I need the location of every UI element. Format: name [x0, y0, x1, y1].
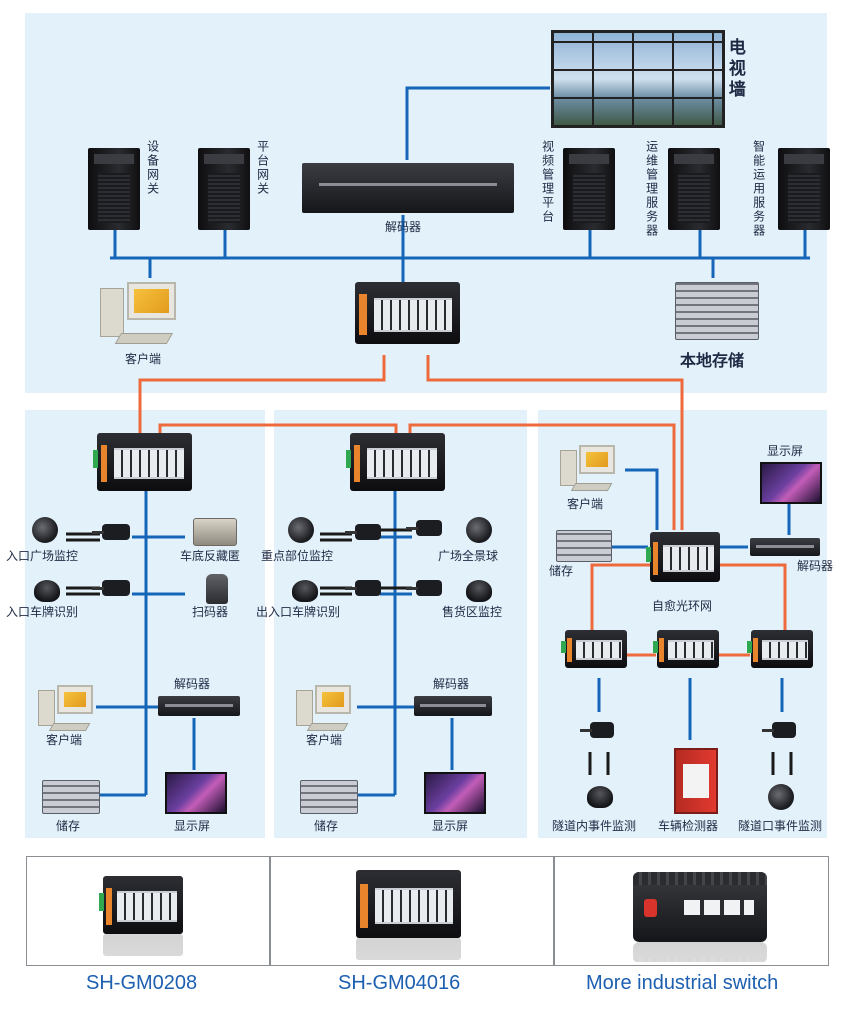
right-client-label: 客户端 [567, 497, 604, 511]
tunnel-entrance-label: 隧道口事件监测 [738, 819, 823, 833]
entrance-plate-label: 入口车牌识别 [6, 605, 79, 619]
left-storage [42, 780, 100, 814]
product-strip [26, 856, 829, 966]
local-storage-label: 本地存储 [680, 351, 745, 370]
tunnel-inside-label: 隧道内事件监测 [552, 819, 637, 833]
converter-right-1 [580, 722, 614, 738]
converter-left-2 [92, 580, 130, 596]
scanner-device [206, 574, 228, 604]
right-decoder-label: 解码器 [797, 559, 834, 573]
switch-gm0208-left [93, 433, 192, 491]
ops-server-label: 运维管理服务器 [644, 140, 659, 238]
key-monitor-label: 重点部位监控 [261, 549, 334, 563]
mid-display-label: 显示屏 [432, 819, 469, 833]
right-display-label: 显示屏 [767, 444, 804, 458]
product-gm0208-reflection [103, 934, 183, 956]
product-industrial-switch-reflection [633, 942, 767, 962]
tv-wall-label: 电视墙 [724, 38, 745, 101]
local-storage-array [675, 282, 759, 340]
smart-server [778, 148, 830, 230]
mid-client-label: 客户端 [306, 733, 343, 747]
mid-decoder [414, 696, 492, 716]
plaza-dome-camera [466, 517, 492, 543]
ring-switch-center [653, 630, 719, 668]
right-storage [556, 530, 612, 562]
product-divider-1 [269, 856, 271, 966]
tv-wall-image [551, 30, 725, 128]
product-gm04016-reflection [356, 938, 461, 960]
converter-mid-3 [345, 580, 381, 596]
left-storage-label: 储存 [56, 819, 81, 833]
core-switch [355, 282, 460, 344]
plate-camera [34, 580, 60, 602]
converter-mid-1 [345, 524, 381, 540]
platform-gateway-server [198, 148, 250, 230]
platform-gateway-label: 平台网关 [255, 140, 270, 196]
switch-gm0208-middle [346, 433, 445, 491]
left-client-label: 客户端 [46, 733, 83, 747]
tunnel-entrance-camera [768, 784, 794, 810]
right-decoder [750, 538, 820, 556]
mid-storage [300, 780, 358, 814]
converter-mid-4 [406, 580, 442, 596]
client-pc-top [100, 282, 190, 344]
scanner-label: 扫码器 [192, 605, 229, 619]
decoder-rack [302, 163, 514, 213]
inout-plate-camera [292, 580, 318, 602]
device-gateway-server [88, 148, 140, 230]
left-display [165, 772, 227, 814]
device-gateway-label: 设备网关 [145, 140, 160, 196]
key-area-camera [288, 517, 314, 543]
video-platform-server [563, 148, 615, 230]
product-gm0208-image [99, 876, 183, 934]
left-decoder [158, 696, 240, 716]
plaza-dome-label: 广场全景球 [438, 549, 499, 563]
right-storage-label: 储存 [549, 564, 574, 578]
ring-core-switch [646, 532, 720, 582]
ops-server [668, 148, 720, 230]
ring-switch-right [747, 630, 813, 668]
entrance-camera [32, 517, 58, 543]
converter-right-2 [762, 722, 796, 738]
under-vehicle-device [193, 518, 237, 546]
product-divider-2 [553, 856, 555, 966]
left-decoder-label: 解码器 [174, 677, 211, 691]
tunnel-inside-camera [587, 786, 613, 808]
inout-plate-label: 出入口车牌识别 [256, 605, 341, 619]
vehicle-detector-label: 车辆检测器 [658, 819, 719, 833]
product-model-more: More industrial switch [586, 972, 779, 994]
product-model-gm04016: SH-GM04016 [338, 972, 461, 994]
ring-switch-left [561, 630, 627, 668]
smart-server-label: 智能运用服务器 [751, 140, 766, 238]
decoder-label: 解码器 [385, 220, 422, 234]
sales-monitor-label: 售货区监控 [442, 605, 503, 619]
right-display [760, 462, 822, 504]
product-industrial-switch-image [633, 872, 767, 942]
ring-network-label: 自愈光环网 [652, 599, 713, 613]
client-label-top: 客户端 [125, 352, 162, 366]
left-display-label: 显示屏 [174, 819, 211, 833]
mid-decoder-label: 解码器 [433, 677, 470, 691]
mid-client-pc [296, 685, 360, 731]
converter-mid-2 [406, 520, 442, 536]
converter-left-1 [92, 524, 130, 540]
under-vehicle-label: 车底反藏匿 [180, 549, 241, 563]
mid-display [424, 772, 486, 814]
entrance-monitor-label: 入口广场监控 [6, 549, 79, 563]
mid-storage-label: 储存 [314, 819, 339, 833]
vehicle-detector [674, 748, 718, 814]
product-model-gm0208: SH-GM0208 [86, 972, 198, 994]
product-gm04016-image [356, 870, 461, 938]
sales-area-camera [466, 580, 492, 602]
video-platform-label: 视频管理平台 [540, 140, 555, 224]
right-client-pc [560, 445, 624, 491]
left-client-pc [38, 685, 102, 731]
